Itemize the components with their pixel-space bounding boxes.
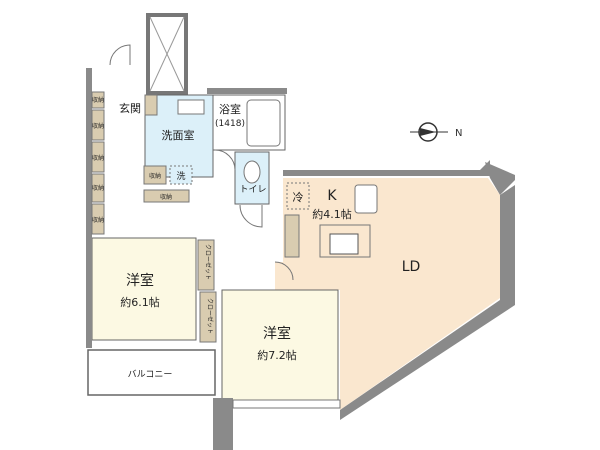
kitchen-size-label: 約4.1帖 (312, 207, 352, 221)
washroom-label: 洗面室 (162, 128, 195, 142)
entrance-label: 玄関 (119, 101, 141, 115)
western-room-2-size: 約7.2帖 (257, 348, 297, 362)
storage (91, 203, 105, 235)
storage-label: 収納 (160, 193, 172, 201)
storage (91, 109, 105, 141)
pipe-shaft (146, 13, 188, 95)
storage (91, 173, 105, 203)
storage-label: 収納 (92, 122, 104, 130)
storage (143, 165, 167, 185)
kitchen-label: K (327, 188, 337, 204)
wall (86, 68, 92, 348)
closet (199, 291, 217, 343)
washer-space (169, 165, 193, 185)
fridge-label: 冷 (293, 191, 304, 204)
wall (283, 160, 490, 176)
fridge-space (286, 182, 310, 210)
storage-label: 収納 (92, 184, 104, 192)
storage-label: 収納 (92, 154, 104, 162)
closet-label: クローゼット (204, 244, 212, 280)
balcony-label: バルコニー (128, 369, 173, 380)
western-room-2-label: 洋室 (263, 325, 291, 342)
stove-icon (329, 233, 359, 255)
toilet-label: トイレ (239, 185, 266, 195)
western-room-1 (91, 237, 197, 341)
living-dining-label: LD (402, 259, 421, 275)
toilet-door-icon (239, 204, 263, 228)
ld-door-icon (274, 261, 294, 281)
western-room-1-label: 洋室 (126, 272, 154, 289)
storage-column: 収納 収納 収納 収納 収納 (91, 91, 105, 235)
storage (91, 141, 105, 173)
storage (91, 91, 105, 109)
bathroom-label: 浴室 (219, 102, 241, 116)
pantry (284, 214, 300, 258)
closet-label: クローゼット (206, 298, 214, 334)
bath-size-label: (1418) (215, 119, 245, 129)
sink-icon (177, 99, 205, 115)
wall (213, 398, 233, 450)
storage-label: 収納 (92, 96, 104, 104)
storage-label: 収納 (92, 216, 104, 224)
storage-label: 収納 (149, 172, 161, 180)
compass-north-label: N (455, 128, 462, 139)
balcony (87, 349, 216, 396)
washer-label: 洗 (176, 170, 185, 182)
wall (485, 162, 515, 195)
compass-icon: N (410, 122, 462, 142)
storage (143, 189, 190, 203)
western-room-1-size: 約6.1帖 (120, 295, 160, 309)
storage (144, 94, 158, 116)
western-room-2 (221, 289, 339, 403)
bath-door-icon (214, 149, 236, 171)
kitchen-sink-icon (354, 184, 378, 214)
front-door-icon (109, 44, 131, 66)
wall (207, 88, 287, 94)
shaft-cross (149, 16, 185, 92)
bathtub-icon (246, 99, 281, 147)
toilet-bowl-icon (243, 160, 261, 184)
closet (197, 239, 215, 291)
window (232, 399, 341, 409)
